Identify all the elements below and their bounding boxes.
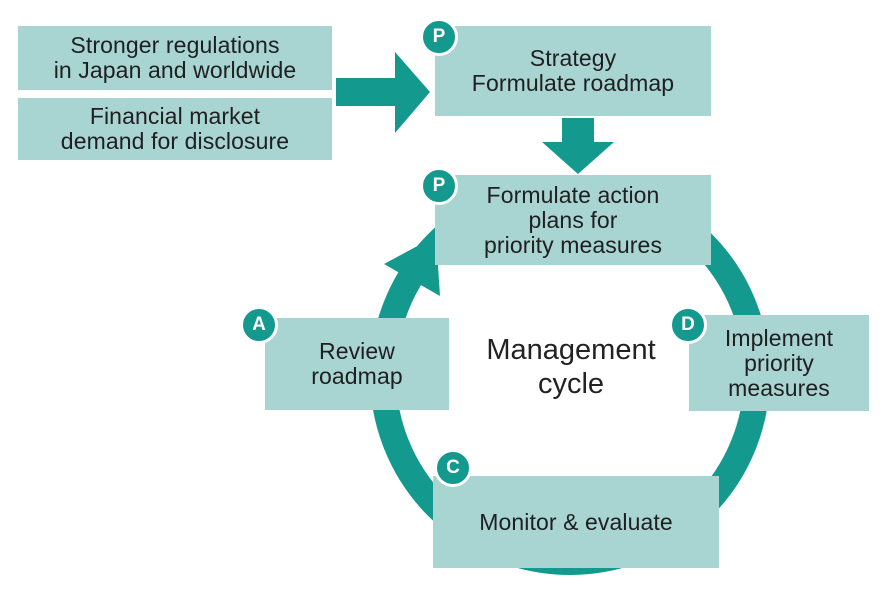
strategy-label: Strategy Formulate roadmap [471,45,675,96]
step-act-box: Review roadmap [265,318,449,410]
input-arrow [336,52,430,133]
step-do-box: Implement priority measures [689,315,869,411]
input-regulations-label: Stronger regulations in Japan and worldw… [53,32,297,83]
input-regulations: Stronger regulations in Japan and worldw… [18,26,332,90]
strategy-box: Strategy Formulate roadmap [435,26,711,116]
step-check-label: Monitor & evaluate [479,508,673,535]
step-plan-box: Formulate action plans for priority meas… [435,175,711,265]
step-act-label: Review roadmap [311,338,403,389]
input-disclosure-demand: Financial market demand for disclosure [18,98,332,160]
input-disclosure-label: Financial market demand for disclosure [60,103,290,154]
step-plan-label: Formulate action plans for priority meas… [483,181,663,258]
management-cycle-label: Management cycle [486,334,656,400]
strategy-badge: P [420,18,458,56]
step-check-box: Monitor & evaluate [433,476,719,568]
step-act-badge: A [240,306,278,344]
cycle-arrowhead [384,236,440,296]
step-plan-badge: P [420,167,458,205]
step-do-badge: D [669,306,707,344]
step-do-label: Implement priority measures [724,324,834,401]
step-check-badge: C [434,449,472,487]
strategy-down-arrow [542,118,614,174]
